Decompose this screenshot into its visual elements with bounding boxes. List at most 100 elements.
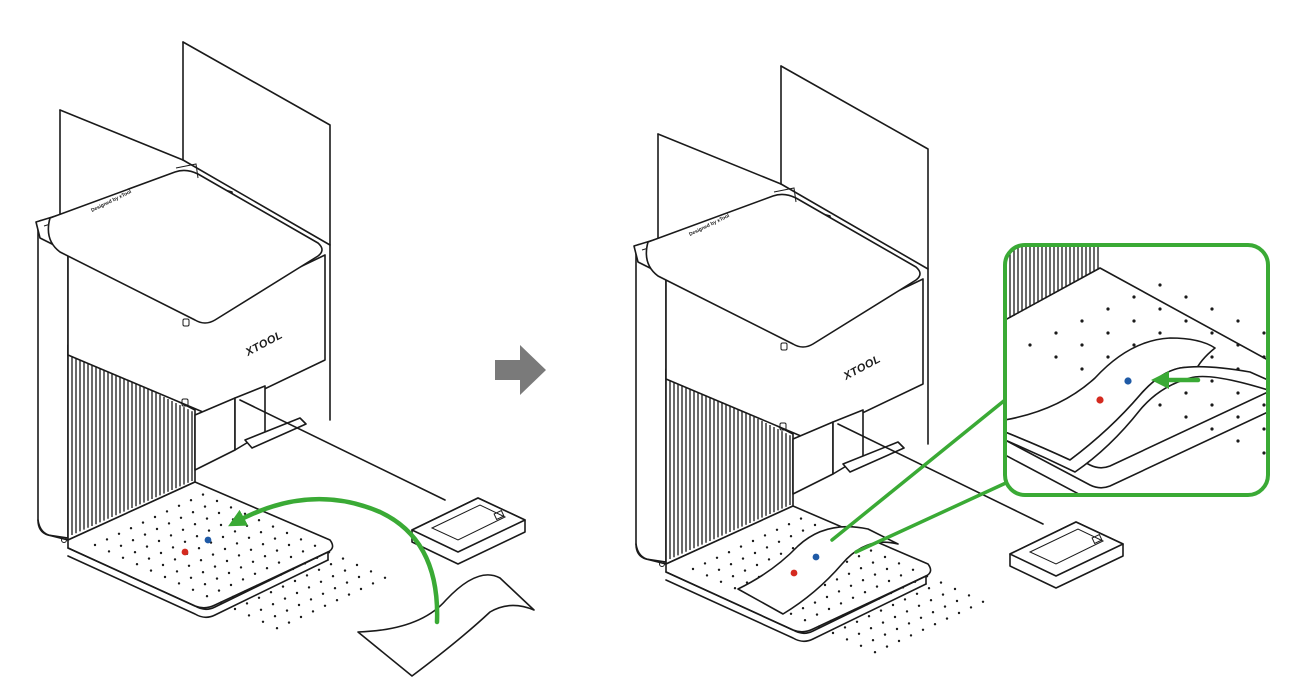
bed-hole (199, 559, 203, 562)
bed-hole (307, 586, 311, 589)
bed-hole (357, 575, 361, 579)
bed-hole (1210, 331, 1214, 335)
bed-hole (285, 609, 289, 612)
bed-hole (1236, 415, 1240, 419)
bed-hole (275, 549, 279, 552)
left-machine: Designed by xTool XTOOL (35, 41, 535, 677)
bed-hole (1158, 283, 1162, 287)
bed-hole (105, 538, 109, 541)
bed-hole (775, 528, 779, 531)
bed-hole (221, 535, 225, 539)
bed-hole (163, 575, 167, 579)
bed-hole (207, 529, 211, 532)
right-blue-dot (812, 553, 820, 561)
bed-hole (261, 620, 265, 623)
bed-hole (1210, 355, 1214, 359)
bed-hole (129, 527, 133, 530)
bed-hole (909, 634, 913, 637)
bed-hole (257, 596, 261, 599)
bed-hole (857, 555, 861, 558)
bed-hole (691, 567, 695, 571)
bed-hole (751, 539, 755, 543)
bed-hole (911, 568, 915, 571)
right-red-dot (790, 569, 798, 577)
bed-hole (835, 578, 839, 581)
bed-hole (245, 524, 249, 527)
bed-hole (231, 595, 235, 599)
bed-hole (869, 549, 873, 552)
bed-hole (859, 567, 863, 570)
bed-hole (755, 563, 759, 567)
bed-hole (829, 619, 833, 623)
bed-hole (153, 515, 157, 519)
bed-hole (981, 600, 985, 603)
bed-hole (787, 523, 791, 526)
bed-hole (943, 605, 947, 608)
bed-hole (957, 611, 961, 615)
bed-hole (813, 523, 817, 527)
bed-hole (191, 511, 195, 514)
bed-hole (843, 626, 847, 629)
bed-hole (801, 529, 805, 532)
bed-hole (1132, 319, 1136, 323)
bed-hole (219, 601, 223, 604)
bed-hole (883, 555, 887, 559)
bed-hole (263, 555, 267, 558)
bed-hole (1262, 403, 1266, 407)
bed-hole (177, 504, 181, 507)
bed-hole (817, 625, 821, 628)
bed-hole (1028, 343, 1032, 347)
bed-hole (177, 582, 181, 585)
bed-hole (813, 601, 817, 604)
bed-hole (165, 510, 169, 513)
bed-hole (1288, 343, 1291, 346)
bed-hole (1184, 319, 1188, 323)
bed-hole (933, 623, 937, 626)
bed-hole (917, 604, 921, 607)
bed-hole (283, 597, 287, 600)
bed-hole (879, 609, 883, 612)
bed-hole (855, 620, 859, 623)
bed-hole (945, 617, 949, 620)
bed-hole (753, 551, 757, 555)
bed-hole (1184, 415, 1188, 419)
bed-hole (1106, 331, 1110, 335)
right-arrow-icon (495, 345, 546, 395)
bed-hole (839, 602, 843, 605)
bed-hole (161, 563, 165, 567)
bed-hole (235, 542, 239, 545)
bed-hole (217, 511, 221, 515)
bed-hole (227, 571, 231, 575)
bed-hole (871, 561, 875, 564)
bed-hole (121, 556, 125, 559)
bed-hole (249, 548, 253, 551)
zoom-leader-bottom (854, 480, 1010, 554)
bed-hole (857, 632, 861, 635)
bed-hole (329, 563, 333, 566)
bed-hole (831, 631, 835, 635)
bed-hole (301, 550, 305, 553)
bed-hole (305, 574, 309, 577)
bed-hole (1158, 403, 1162, 407)
zoom-callout (1003, 243, 1291, 497)
bed-hole (195, 535, 199, 538)
bed-hole (159, 551, 163, 555)
bed-hole (211, 553, 215, 556)
bed-hole (763, 534, 767, 537)
bed-hole (145, 545, 149, 548)
bed-hole (967, 594, 971, 597)
bed-hole (291, 567, 295, 571)
bed-hole (213, 565, 217, 568)
bed-hole (827, 607, 831, 611)
bed-hole (215, 577, 219, 580)
bed-hole (1210, 403, 1214, 407)
bed-hole (1288, 439, 1291, 442)
bed-hole (1210, 427, 1214, 431)
bed-hole (347, 593, 351, 596)
bed-hole (179, 516, 183, 519)
bed-hole (233, 530, 237, 533)
bed-hole (193, 523, 197, 526)
bed-hole (133, 551, 137, 554)
bed-hole (717, 568, 721, 571)
